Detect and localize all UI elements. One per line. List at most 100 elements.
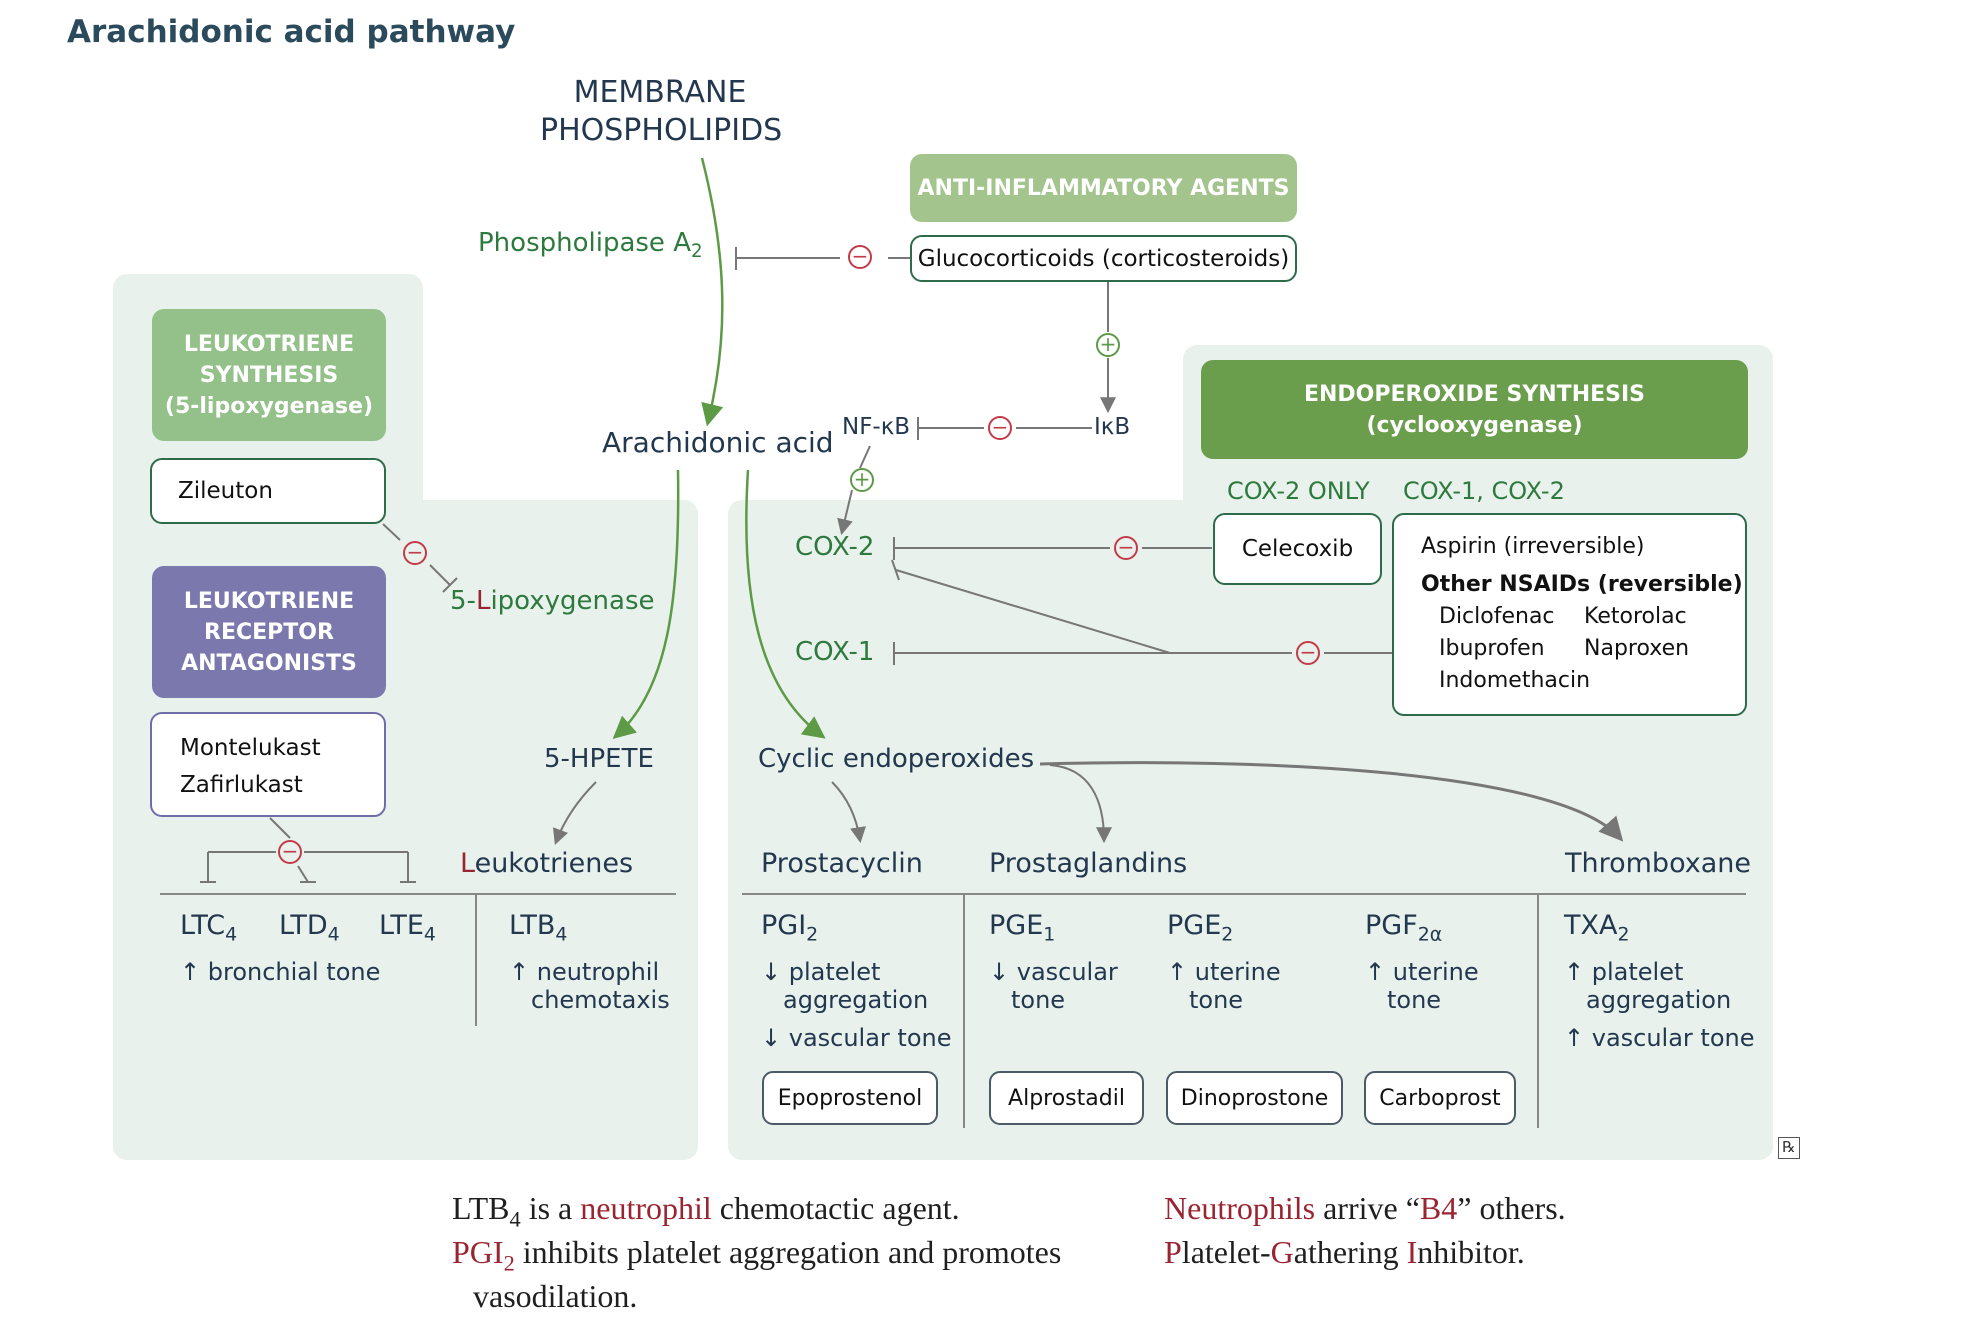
- note-neutrophils: Neutrophils arrive “B4” others.: [1164, 1190, 1566, 1227]
- lra-line1: LEUKOTRIENE: [183, 588, 355, 614]
- pge1-effects: ↓ vascular tone: [989, 958, 1118, 1014]
- pge1-sub: 1: [1043, 923, 1056, 946]
- lra-line3: ANTAGONISTS: [181, 650, 357, 676]
- naproxen: Naproxen: [1584, 636, 1690, 661]
- dinoprostone-box: Dinoprostone: [1166, 1071, 1343, 1125]
- glucocorticoids-label: Glucocorticoids (corticosteroids): [917, 245, 1290, 272]
- cyclic-endoperoxides: Cyclic endoperoxides: [758, 744, 1035, 774]
- ltd4-base: LTD: [279, 910, 328, 941]
- ls-line2: SYNTHESIS: [199, 362, 339, 388]
- aspirin: Aspirin (irreversible): [1421, 534, 1645, 559]
- pge1-eff2: tone: [1011, 986, 1066, 1014]
- pge1-base: PGE: [989, 910, 1044, 941]
- pgf2a: PGF2α: [1365, 910, 1442, 945]
- ltc4: LTC4: [180, 910, 237, 945]
- pge1-eff1: ↓ vascular: [989, 958, 1118, 986]
- inhibit-symbol: −: [848, 245, 872, 269]
- nsaids-box: Aspirin (irreversible) Other NSAIDs (rev…: [1392, 513, 1747, 716]
- pgi2-sub: 2: [806, 923, 819, 946]
- arachidonic-acid: Arachidonic acid: [602, 426, 834, 459]
- pge2-base: PGE: [1167, 910, 1222, 941]
- alprostadil-label: Alprostadil: [1008, 1085, 1125, 1111]
- epoprostenol-box: Epoprostenol: [762, 1071, 938, 1125]
- note-neutrophils-a: Neutrophils: [1164, 1190, 1316, 1226]
- 5-lipoxygenase: 5-Lipoxygenase: [450, 586, 655, 616]
- prostaglandins-heading: Prostaglandins: [989, 848, 1188, 879]
- neutrophil-chemotaxis: ↑ neutrophil chemotaxis: [509, 958, 670, 1014]
- phospholipase-label: Phospholipase A: [478, 228, 691, 258]
- rx-icon: ℞: [1778, 1137, 1800, 1159]
- ketorolac: Ketorolac: [1584, 604, 1687, 629]
- note-ltb4: LTB4 is a neutrophil chemotactic agent.: [452, 1190, 960, 1232]
- note-pgi-mnemonic: Platelet-Gathering Inhibitor.: [1164, 1234, 1525, 1271]
- note-mn-i: I: [1406, 1234, 1418, 1270]
- ibuprofen: Ibuprofen: [1439, 636, 1545, 661]
- pgf2a-effects: ↑ uterine tone: [1365, 958, 1479, 1014]
- endoperoxide-synthesis-header: ENDOPEROXIDE SYNTHESIS (cyclooxygenase): [1201, 360, 1748, 459]
- inhibit-symbol: −: [278, 840, 302, 864]
- lt-receptor-antagonists-header: LEUKOTRIENE RECEPTOR ANTAGONISTS: [152, 566, 386, 698]
- inhibit-symbol: −: [1296, 641, 1320, 665]
- txa2-eff2: aggregation: [1586, 986, 1732, 1014]
- nsaid-list: Diclofenac Ketorolac Ibuprofen Naproxen …: [1421, 601, 1745, 697]
- leukotrienes-red: L: [460, 848, 475, 879]
- lt-antagonists-box: Montelukast Zafirlukast: [150, 712, 386, 817]
- lte4-base: LTE: [379, 910, 424, 941]
- txa2-sub: 2: [1617, 923, 1630, 946]
- celecoxib-box: Celecoxib: [1213, 513, 1382, 585]
- lox-rest: ipoxygenase: [490, 586, 655, 616]
- note-vasodilation: vasodilation.: [473, 1278, 638, 1314]
- eps-line1: ENDOPEROXIDE SYNTHESIS: [1303, 381, 1646, 407]
- note-pgi2-b: inhibits platelet aggregation and promot…: [514, 1234, 1062, 1270]
- ltd4-sub: 4: [327, 923, 340, 946]
- leukotrienes-heading: Leukotrienes: [460, 848, 633, 879]
- cox-2: COX-2: [795, 532, 875, 562]
- ltb4-base: LTB: [509, 910, 556, 941]
- pge2-eff1: ↑ uterine: [1167, 958, 1281, 986]
- inhibit-symbol: −: [403, 541, 427, 565]
- pge2-sub: 2: [1221, 923, 1234, 946]
- 5-hpete: 5-HPETE: [544, 744, 654, 774]
- lte4: LTE4: [379, 910, 436, 945]
- txa2-base: TXA: [1564, 910, 1618, 941]
- montelukast: Montelukast: [180, 735, 321, 761]
- note-mn-b: latelet-: [1181, 1234, 1271, 1270]
- celecoxib-label: Celecoxib: [1241, 536, 1354, 562]
- stimulate-symbol: +: [850, 468, 874, 492]
- note-ltb4-sub: 4: [509, 1206, 521, 1232]
- nfkb-label: NF-κB: [842, 414, 911, 440]
- diclofenac: Diclofenac: [1439, 604, 1555, 629]
- pge2-effects: ↑ uterine tone: [1167, 958, 1281, 1014]
- note-neutrophils-d: ” others.: [1457, 1190, 1566, 1226]
- membrane-phospholipids: MEMBRANE PHOSPHOLIPIDS: [540, 74, 782, 150]
- note-mn-f: nhibitor.: [1417, 1234, 1525, 1270]
- ltd4: LTD4: [279, 910, 340, 945]
- stimulate-symbol: +: [1096, 333, 1120, 357]
- pgf2a-eff2: tone: [1387, 986, 1442, 1014]
- pgf2a-eff1: ↑ uterine: [1365, 958, 1479, 986]
- phospholipase-a2: Phospholipase A2: [478, 228, 703, 262]
- carboprost-box: Carboprost: [1364, 1071, 1516, 1125]
- pgi2-base: PGI: [761, 910, 807, 941]
- zafirlukast: Zafirlukast: [180, 772, 303, 798]
- ltb4: LTB4: [509, 910, 567, 945]
- lra-line2: RECEPTOR: [204, 619, 334, 645]
- pgi2-eff1: ↓ platelet: [761, 958, 881, 986]
- pgi2-effects: ↓ platelet aggregation ↓ vascular tone: [761, 958, 952, 1052]
- cox2-only-label: COX-2 ONLY: [1227, 477, 1370, 505]
- dinoprostone-label: Dinoprostone: [1180, 1085, 1329, 1111]
- pge1: PGE1: [989, 910, 1055, 945]
- membrane-line1: MEMBRANE: [573, 75, 747, 110]
- zileuton-label: Zileuton: [178, 478, 273, 504]
- note-mn-p: P: [1164, 1234, 1182, 1270]
- prostacyclin-heading: Prostacyclin: [761, 848, 923, 879]
- thromboxane-heading: Thromboxane: [1565, 848, 1752, 879]
- arrow-membrane-to-aa: [700, 157, 724, 427]
- zileuton-box: Zileuton: [150, 458, 386, 524]
- txa2: TXA2: [1564, 910, 1630, 945]
- inhibit-symbol: −: [1114, 536, 1138, 560]
- note-pgi2-a: PGI: [452, 1234, 504, 1270]
- pgf2a-sub: 2α: [1417, 923, 1443, 946]
- neutrophil-line1: ↑ neutrophil: [509, 958, 660, 986]
- glucocorticoids-box: Glucocorticoids (corticosteroids): [910, 235, 1297, 282]
